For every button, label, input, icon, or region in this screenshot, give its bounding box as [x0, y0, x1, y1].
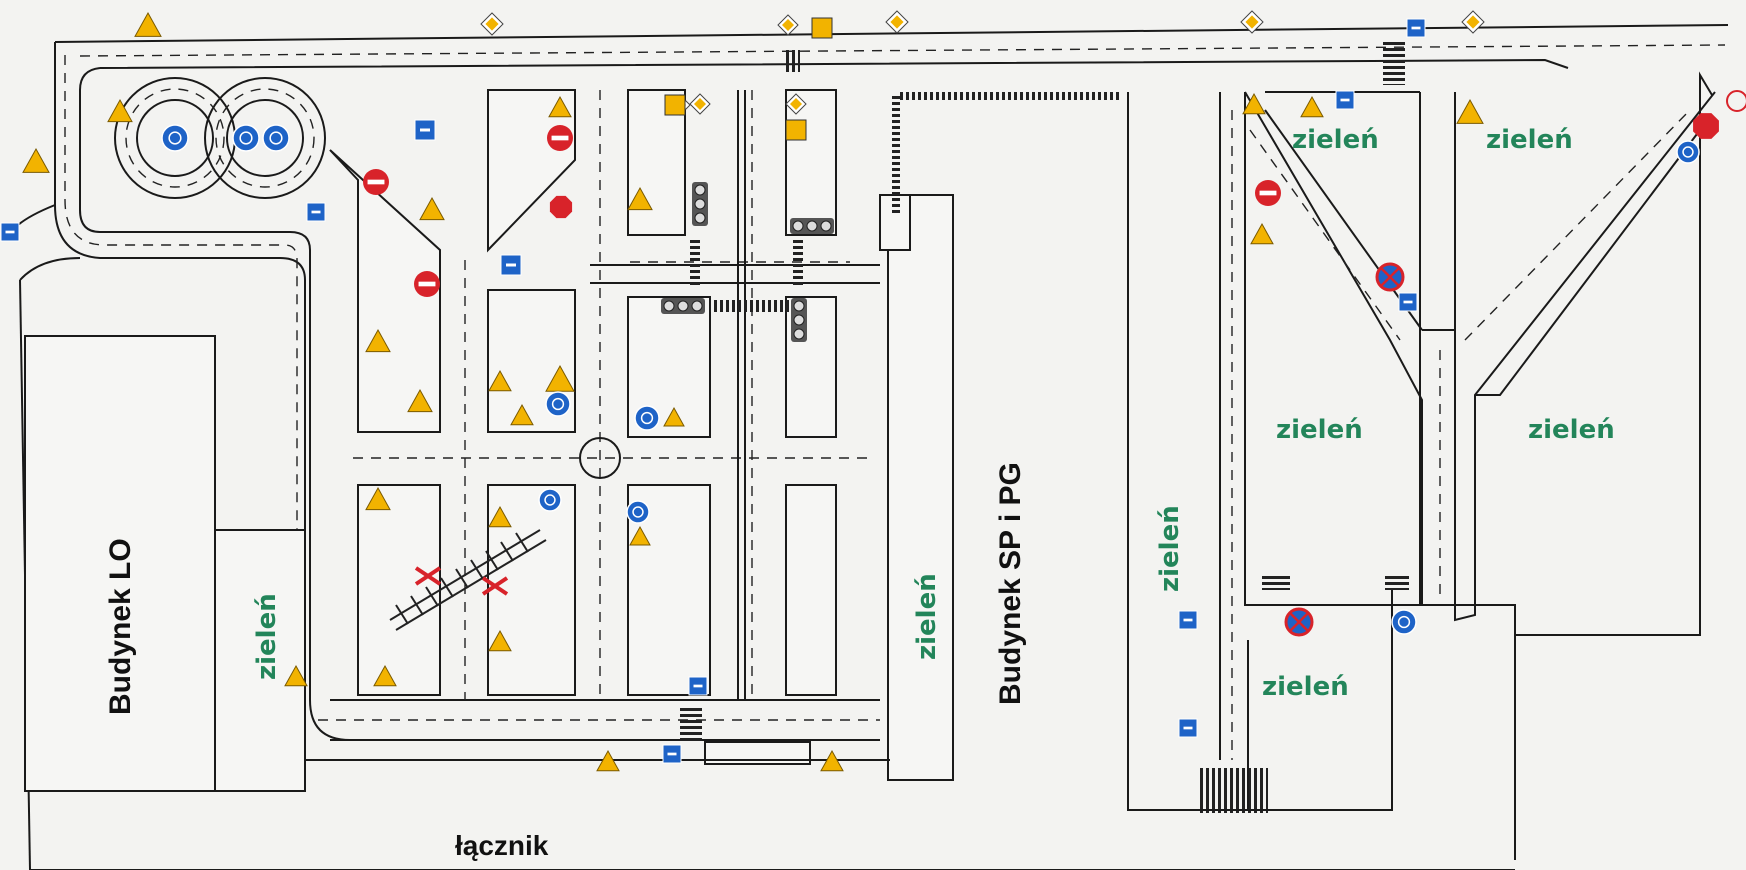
priority-road-sign-icon: [777, 14, 799, 36]
green-area-label: zieleń: [1262, 672, 1349, 702]
no-entry-sign-icon: [1255, 180, 1281, 206]
warning-sign-icon: [284, 664, 308, 687]
warning-sign-icon: [365, 486, 391, 511]
warning-sign-icon: [407, 388, 433, 413]
priority-road-sign-icon: [689, 93, 711, 115]
green-area-label: zieleń: [1155, 505, 1185, 592]
railway-crossing-cross-icon: [481, 576, 509, 596]
roundabout-sign-icon: [634, 405, 660, 431]
pedestrian-crossing-sign-icon: [1335, 90, 1355, 110]
warning-sign-icon: [134, 11, 162, 37]
one-way-sign-icon: [1178, 610, 1198, 630]
traffic-light-icon: [791, 298, 807, 342]
warning-sign-icon: [663, 406, 685, 427]
one-way-sign-icon: [500, 254, 522, 276]
roundabout-sign-icon: [232, 124, 260, 152]
warning-sign-icon: [488, 505, 512, 528]
warning-sign-icon: [820, 749, 844, 772]
connector-label: łącznik: [455, 830, 549, 861]
traffic-light-icon: [692, 182, 708, 226]
no-stopping-sign-icon: [1375, 262, 1405, 292]
building-lo-label: Budynek LO: [104, 538, 137, 715]
no-entry-sign-icon: [363, 169, 389, 195]
pedestrian-crossing-sign-icon: [662, 744, 682, 764]
right-course: [1127, 71, 1716, 860]
roundabout-sign-icon: [626, 500, 650, 524]
warning-sign-icon: [548, 95, 572, 118]
double-roundabout: [114, 77, 326, 199]
pedestrian-crossings: [680, 40, 1409, 813]
pedestrian-crossing-sign-icon: [1406, 18, 1426, 38]
no-entry-sign-icon: [414, 271, 440, 297]
left-course-roads: [17, 24, 1729, 741]
roundabout-sign-icon: [1391, 609, 1417, 635]
warning-sign-icon: [545, 364, 575, 392]
warning-sign-icon: [1250, 222, 1274, 245]
warning-sign-icon: [373, 664, 397, 687]
building-lo-outline: [19, 279, 1515, 870]
traffic-light-icon: [661, 298, 705, 314]
priority-road-sign-icon: [1240, 10, 1264, 34]
roundabout-sign-icon: [161, 124, 189, 152]
warning-sign-icon: [629, 525, 651, 546]
roundabout-sign-icon: [545, 391, 571, 417]
green-area-label: zieleń: [912, 573, 942, 660]
green-area-label: zieleń: [1528, 415, 1615, 445]
junction-sign-icon: [785, 119, 807, 141]
pedestrian-crossing-sign-icon: [688, 676, 708, 696]
stop-sign-icon: [1693, 113, 1719, 139]
no-vehicles-sign-icon: [1726, 90, 1746, 112]
stop-sign-icon: [549, 195, 573, 219]
warning-sign-icon: [488, 629, 512, 652]
warning-sign-icon: [627, 186, 653, 211]
junction-sign-icon: [811, 17, 833, 39]
warning-sign-icon: [1456, 98, 1484, 124]
parking-sign-icon: [1178, 718, 1198, 738]
warning-sign-icon: [365, 328, 391, 353]
one-way-sign-icon: [306, 202, 326, 222]
lane-markings: [353, 90, 880, 700]
roundabout-sign-icon: [1676, 140, 1700, 164]
railway-track: [389, 529, 547, 631]
building-sp-label: Budynek SP i PG: [994, 462, 1027, 705]
green-area-label: zieleń: [252, 593, 282, 680]
no-stopping-sign-icon: [1284, 607, 1314, 637]
road-signs: [0, 10, 1746, 772]
railway-crossing-cross-icon: [414, 566, 442, 586]
no-entry-sign-icon: [547, 125, 573, 151]
priority-road-sign-icon: [885, 10, 909, 34]
warning-sign-icon: [22, 147, 50, 173]
warning-sign-icon: [419, 196, 445, 221]
parking-sign-icon: [0, 222, 20, 242]
junction-sign-icon: [664, 94, 686, 116]
priority-road-sign-icon: [785, 93, 807, 115]
roundabout-sign-icon: [538, 488, 562, 512]
priority-road-sign-icon: [480, 12, 504, 36]
priority-road-sign-icon: [1461, 10, 1485, 34]
warning-sign-icon: [488, 369, 512, 392]
warning-sign-icon: [596, 749, 620, 772]
warning-sign-icon: [107, 98, 133, 123]
green-area-label: zieleń: [1486, 125, 1573, 155]
roundabout-sign-icon: [262, 124, 290, 152]
one-way-sign-icon: [414, 119, 436, 141]
warning-sign-icon: [1242, 92, 1266, 115]
green-area-label: zieleń: [1276, 415, 1363, 445]
traffic-light-icon: [790, 218, 834, 234]
warning-sign-icon: [510, 403, 534, 426]
one-way-sign-icon: [1398, 292, 1418, 312]
left-course-blocks: [329, 89, 954, 781]
green-area-label: zieleń: [1292, 125, 1379, 155]
warning-sign-icon: [1300, 95, 1324, 118]
